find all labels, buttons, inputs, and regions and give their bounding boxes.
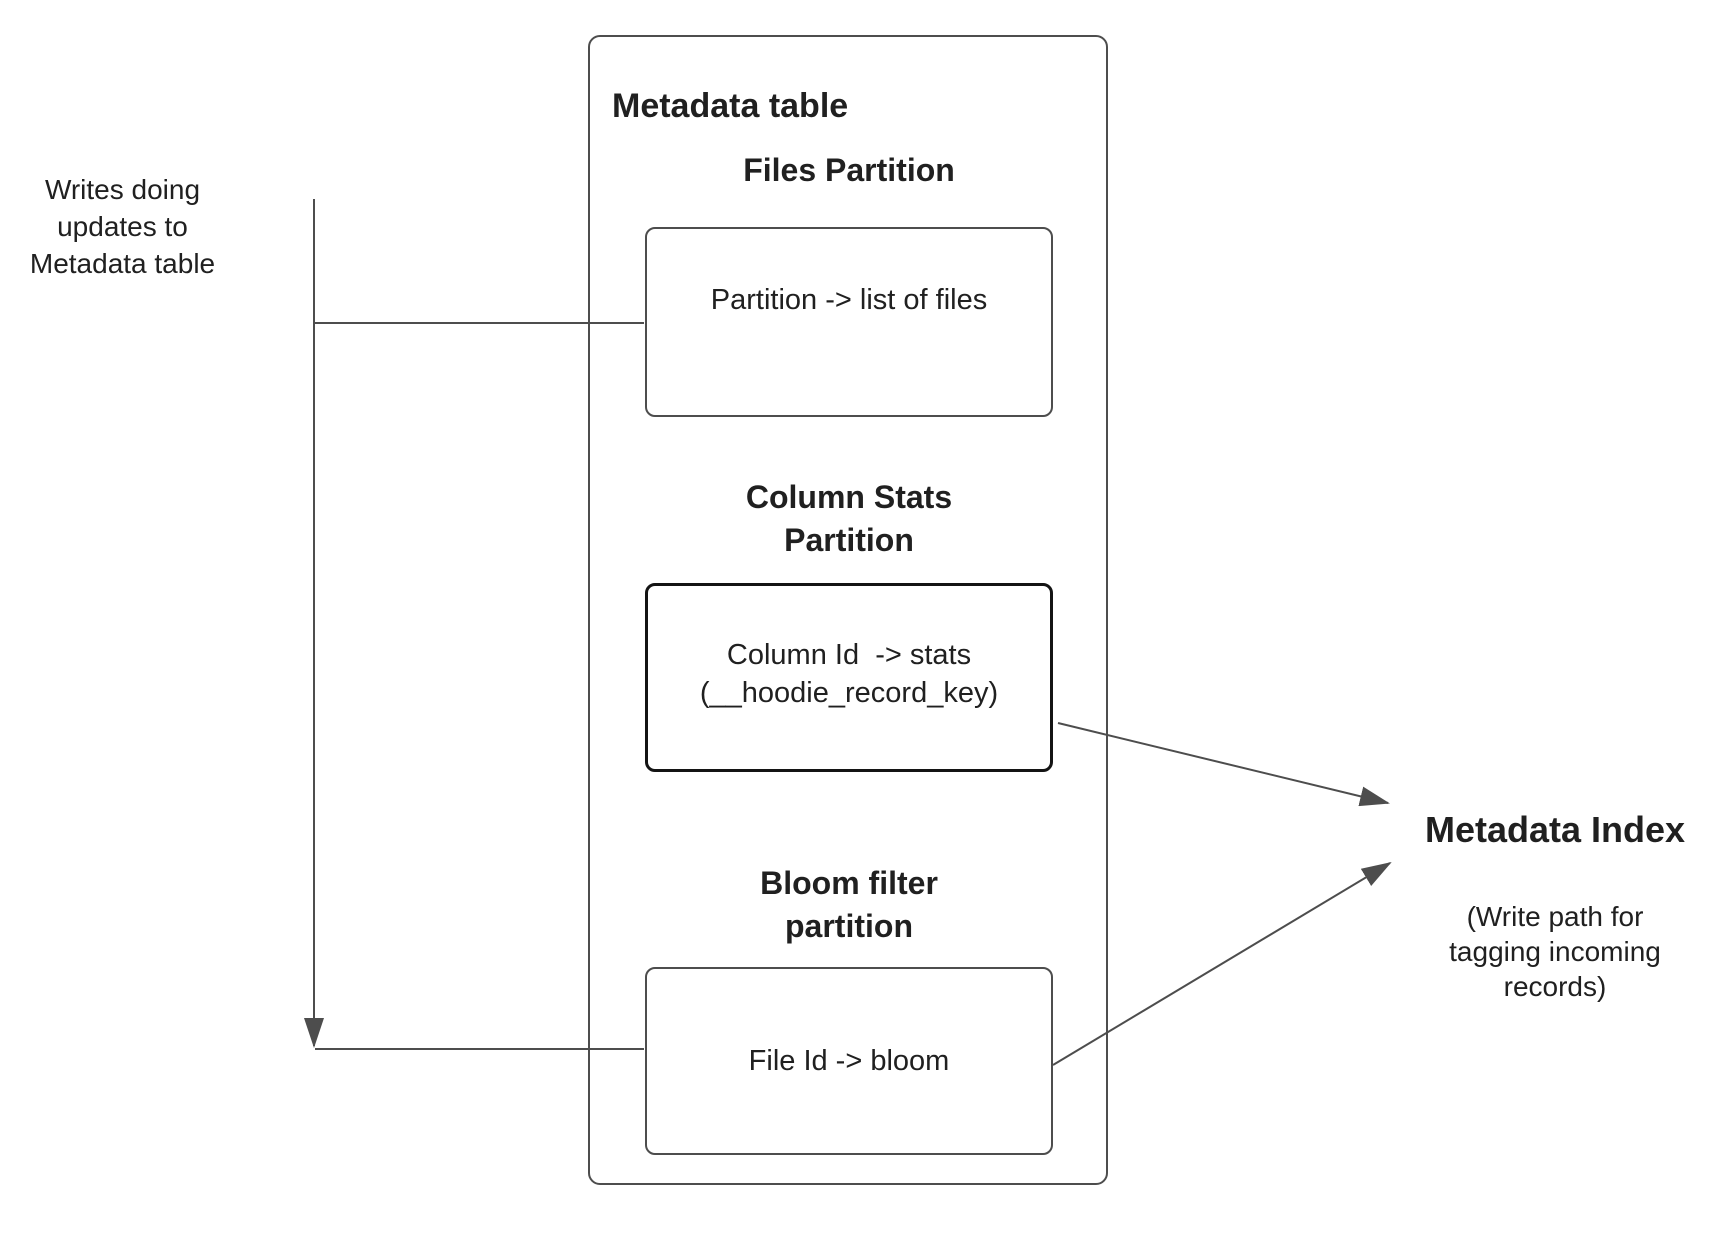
metadata-table-container	[588, 35, 1108, 1185]
files-partition-mapping: Partition -> list of files	[710, 284, 988, 316]
files-partition-box: Partition -> list of files	[645, 227, 1053, 417]
metadata-index-note: (Write path for tagging incoming records…	[1449, 901, 1661, 1002]
column-stats-mapping: Column Id -> stats (__hoodie_record_key)	[699, 638, 999, 709]
column-stats-partition-box: Column Id -> stats (__hoodie_record_key)	[645, 583, 1053, 772]
bloom-filter-mapping: File Id -> bloom	[748, 1045, 950, 1077]
metadata-index-title: Metadata Index	[1424, 809, 1686, 850]
writes-note: Writes doing updates to Metadata table	[29, 174, 216, 279]
metadata-table-title: Metadata table	[612, 87, 849, 125]
bloom-filter-partition-box: File Id -> bloom	[645, 967, 1053, 1155]
column-stats-partition-heading: Column Stats Partition	[745, 479, 953, 558]
files-partition-heading: Files Partition	[743, 152, 955, 188]
bloom-filter-partition-heading: Bloom filter partition	[760, 865, 938, 944]
